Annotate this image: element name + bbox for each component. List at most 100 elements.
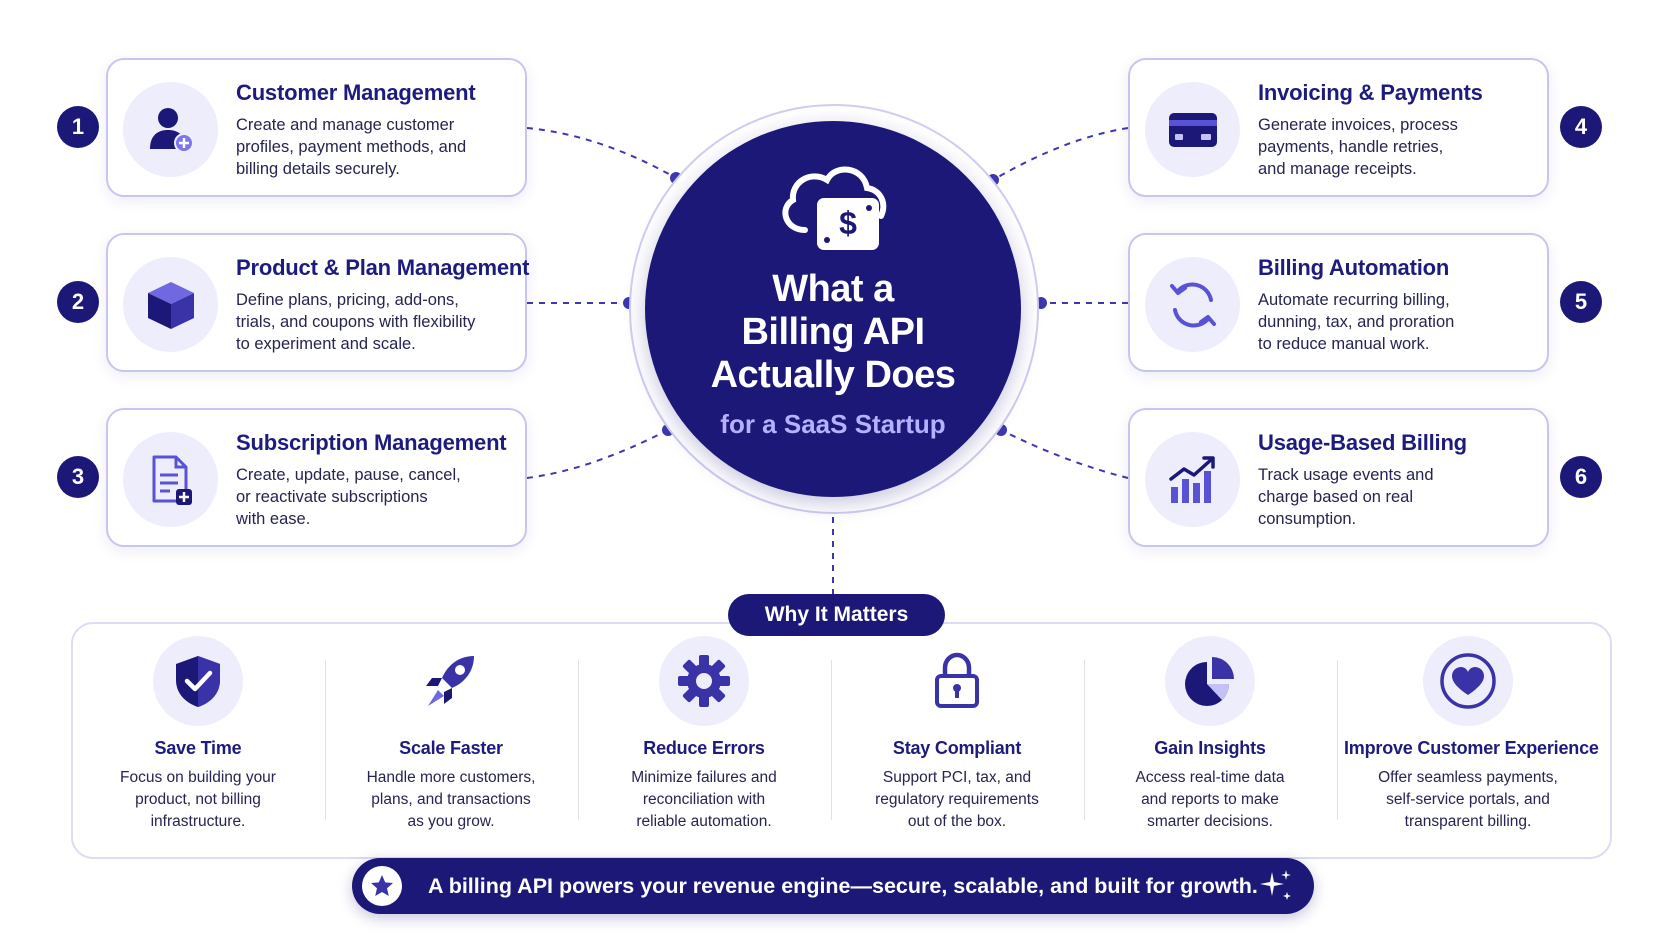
banner-text: A billing API powers your revenue engine… xyxy=(428,874,1258,898)
feature-description: Generate invoices, process payments, han… xyxy=(1258,114,1528,180)
cloud-dollar-icon: $ xyxy=(782,166,887,250)
benefit-desc-line: smarter decisions. xyxy=(1147,813,1273,830)
feature-card-product-plan-management: Product & Plan Management Define plans, … xyxy=(106,233,530,372)
feature-card-billing-automation: Billing Automation Automate recurring bi… xyxy=(1128,233,1549,372)
feature-title: Invoicing & Payments xyxy=(1258,80,1483,105)
feature-desc-line: to experiment and scale. xyxy=(236,335,416,353)
feature-description: Automate recurring billing, dunning, tax… xyxy=(1258,289,1528,355)
benefit-desc-line: transparent billing. xyxy=(1404,813,1532,830)
feature-desc-line: Create and manage customer xyxy=(236,116,455,134)
heart-icon xyxy=(1423,636,1513,726)
benefit-title: Stay Compliant xyxy=(892,738,1022,758)
benefit-title: Gain Insights xyxy=(1154,738,1266,758)
cube-icon xyxy=(123,257,218,352)
rocket-icon xyxy=(406,636,496,726)
feature-desc-line: Automate recurring billing, xyxy=(1258,291,1450,309)
feature-desc-line: or reactivate subscriptions xyxy=(236,488,428,506)
why-it-matters-label: Why It Matters xyxy=(728,594,945,636)
benefit-description: Offer seamless payments, self-service po… xyxy=(1368,767,1568,833)
benefit-desc-line: Offer seamless payments, xyxy=(1378,769,1558,786)
step-badge-5: 5 xyxy=(1560,281,1602,323)
divider xyxy=(578,660,579,820)
feature-desc-line: consumption. xyxy=(1258,510,1357,528)
why-it-matters-panel xyxy=(71,622,1612,859)
benefit-save-time: Save Time Focus on building your product… xyxy=(74,636,322,833)
feature-desc-line: payments, handle retries, xyxy=(1258,138,1444,156)
feature-desc-line: Define plans, pricing, add-ons, xyxy=(236,291,459,309)
benefit-desc-line: product, not billing xyxy=(135,791,261,808)
benefit-title: Improve Customer Experience xyxy=(1344,738,1599,758)
feature-desc-line: with ease. xyxy=(236,510,311,528)
feature-title: Billing Automation xyxy=(1258,255,1450,280)
feature-description: Track usage events and charge based on r… xyxy=(1258,464,1528,530)
step-badge-1: 1 xyxy=(57,106,99,148)
benefit-desc-line: and reports to make xyxy=(1141,791,1279,808)
benefit-title: Reduce Errors xyxy=(643,738,765,758)
feature-desc-line: profiles, payment methods, and xyxy=(236,138,467,156)
divider xyxy=(831,660,832,820)
benefit-title: Save Time xyxy=(154,738,242,758)
benefit-reduce-errors: Reduce Errors Minimize failures and reco… xyxy=(580,636,828,833)
benefit-desc-line: Handle more customers, xyxy=(366,769,536,786)
divider xyxy=(1337,660,1338,820)
benefit-desc-line: reliable automation. xyxy=(636,813,772,830)
feature-card-subscription-management: Subscription Management Create, update, … xyxy=(106,408,527,547)
feature-description: Create, update, pause, cancel, or reacti… xyxy=(236,464,506,530)
user-add-icon xyxy=(123,82,218,177)
feature-title: Product & Plan Management xyxy=(236,255,530,280)
summary-banner: A billing API powers your revenue engine… xyxy=(352,858,1314,914)
benefit-desc-line: Minimize failures and xyxy=(631,769,777,786)
hub-title-line: Actually Does xyxy=(710,354,956,396)
feature-description: Define plans, pricing, add-ons, trials, … xyxy=(236,289,506,355)
hub-circle xyxy=(645,121,1021,497)
benefit-stay-compliant: Stay Compliant Support PCI, tax, and reg… xyxy=(833,636,1081,833)
feature-desc-line: to reduce manual work. xyxy=(1258,335,1430,353)
benefit-scale-faster: Scale Faster Handle more customers, plan… xyxy=(327,636,575,833)
benefit-desc-line: infrastructure. xyxy=(150,813,246,830)
benefit-desc-line: out of the box. xyxy=(907,813,1007,830)
bar-chart-icon xyxy=(1145,432,1240,527)
feature-desc-line: Generate invoices, process xyxy=(1258,116,1458,134)
feature-desc-line: trials, and coupons with flexibility xyxy=(236,313,476,331)
step-badge-2: 2 xyxy=(57,281,99,323)
divider xyxy=(325,660,326,820)
star-icon xyxy=(362,866,402,906)
benefit-description: Support PCI, tax, and regulatory require… xyxy=(857,767,1057,833)
pie-chart-icon xyxy=(1165,636,1255,726)
lock-icon xyxy=(912,636,1002,726)
benefit-description: Minimize failures and reconciliation wit… xyxy=(604,767,804,833)
step-badge-4: 4 xyxy=(1560,106,1602,148)
hub-title-line: What a xyxy=(772,268,894,310)
svg-text:$: $ xyxy=(839,205,857,241)
benefit-desc-line: Support PCI, tax, and xyxy=(882,769,1032,786)
feature-card-usage-based-billing: Usage-Based Billing Track usage events a… xyxy=(1128,408,1549,547)
benefit-description: Handle more customers, plans, and transa… xyxy=(351,767,551,833)
benefit-desc-line: as you grow. xyxy=(407,813,495,830)
document-add-icon xyxy=(123,432,218,527)
step-badge-3: 3 xyxy=(57,456,99,498)
benefit-desc-line: Access real-time data xyxy=(1135,769,1285,786)
feature-card-customer-management: Customer Management Create and manage cu… xyxy=(106,58,527,197)
feature-desc-line: and manage receipts. xyxy=(1258,160,1417,178)
hub-title: What a Billing API Actually Does xyxy=(660,268,1006,397)
credit-card-icon xyxy=(1145,82,1240,177)
benefit-desc-line: Focus on building your xyxy=(120,769,276,786)
benefit-desc-line: reconciliation with xyxy=(642,791,766,808)
benefit-gain-insights: Gain Insights Access real-time data and … xyxy=(1086,636,1334,833)
hub-title-line: Billing API xyxy=(741,311,925,353)
feature-desc-line: dunning, tax, and proration xyxy=(1258,313,1455,331)
feature-title: Customer Management xyxy=(236,80,476,105)
benefit-improve-customer-experience: Improve Customer Experience Offer seamle… xyxy=(1344,636,1599,833)
benefit-description: Focus on building your product, not bill… xyxy=(98,767,298,833)
refresh-icon xyxy=(1145,257,1240,352)
step-badge-6: 6 xyxy=(1560,456,1602,498)
feature-description: Create and manage customer profiles, pay… xyxy=(236,114,506,180)
sparkle-icon xyxy=(1260,870,1291,900)
shield-check-icon xyxy=(153,636,243,726)
benefit-description: Access real-time data and reports to mak… xyxy=(1110,767,1310,833)
benefit-title: Scale Faster xyxy=(399,738,503,758)
divider xyxy=(1084,660,1085,820)
benefit-desc-line: self-service portals, and xyxy=(1386,791,1550,808)
feature-desc-line: billing details securely. xyxy=(236,160,400,178)
